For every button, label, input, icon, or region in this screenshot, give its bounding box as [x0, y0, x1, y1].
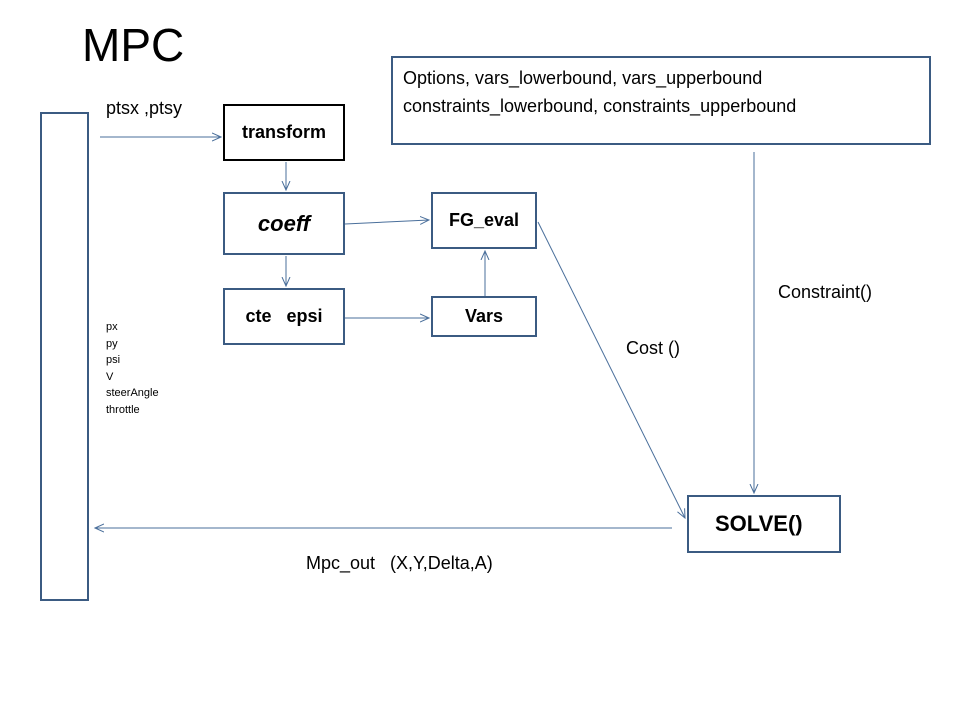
solve-node: SOLVE() — [687, 495, 841, 553]
arrow-fg-eval-to-solve — [537, 221, 685, 518]
state-var-py: py — [106, 337, 118, 350]
state-var-v: V — [106, 370, 114, 383]
state-var-px: px — [106, 321, 118, 333]
constraint-label: Constraint() — [778, 282, 873, 302]
cte-epsi-node: cte epsi — [223, 288, 345, 345]
mpc-out-label: Mpc_out (X,Y,Delta,A) — [306, 553, 493, 573]
ptsx-ptsy-label: ptsx ,ptsy — [106, 98, 183, 118]
options-line-2: constraints_lowerbound, constraints_uppe… — [403, 96, 797, 116]
state-var-steer-angle: steerAngle — [106, 387, 159, 399]
state-var-psi: psi — [106, 354, 121, 366]
options-line-1: Options, vars_lowerbound, vars_upperboun… — [403, 68, 763, 88]
diagram-title: MPC — [82, 19, 185, 71]
coeff-node: coeff — [223, 192, 345, 255]
state-var-throttle: throttle — [106, 403, 140, 416]
vars-node: Vars — [431, 296, 537, 337]
transform-node: transform — [223, 104, 345, 161]
fg-eval-node: FG_eval — [431, 192, 537, 249]
simulator-bar — [40, 112, 89, 601]
options-box: Options, vars_lowerbound, vars_upperboun… — [391, 56, 931, 145]
cost-label: Cost () — [626, 338, 680, 358]
arrow-coeff-to-fg-eval — [344, 220, 429, 224]
state-variable-list: px py psi V steerAngle throttle — [106, 319, 159, 418]
